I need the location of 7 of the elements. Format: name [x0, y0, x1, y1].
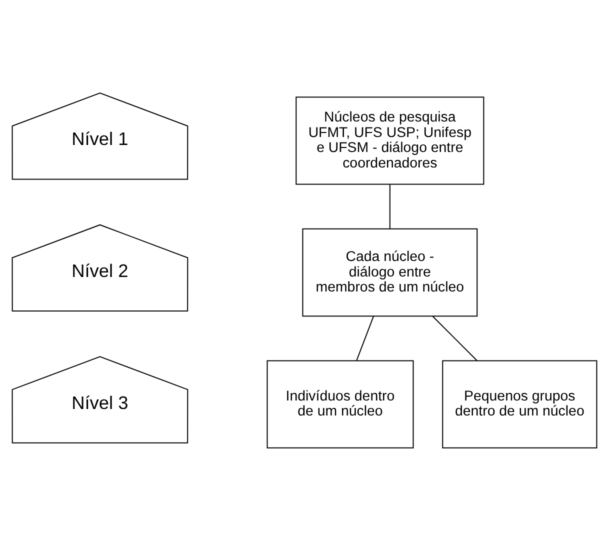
connector [389, 184, 390, 229]
connector [356, 316, 374, 361]
node-box: Núcleos de pesquisa UFMT, UFS USP; Unifesp e UFSM - diálogo entre coordenadores [296, 96, 484, 185]
node-box: Pequenos grupos dentro de um núcleo [442, 360, 598, 448]
node-box: Cada núcleo - diálogo entre membros de um núcleo [302, 228, 478, 317]
connector [432, 316, 478, 361]
node-box: Indivíduos dentro de um núcleo [266, 360, 414, 448]
